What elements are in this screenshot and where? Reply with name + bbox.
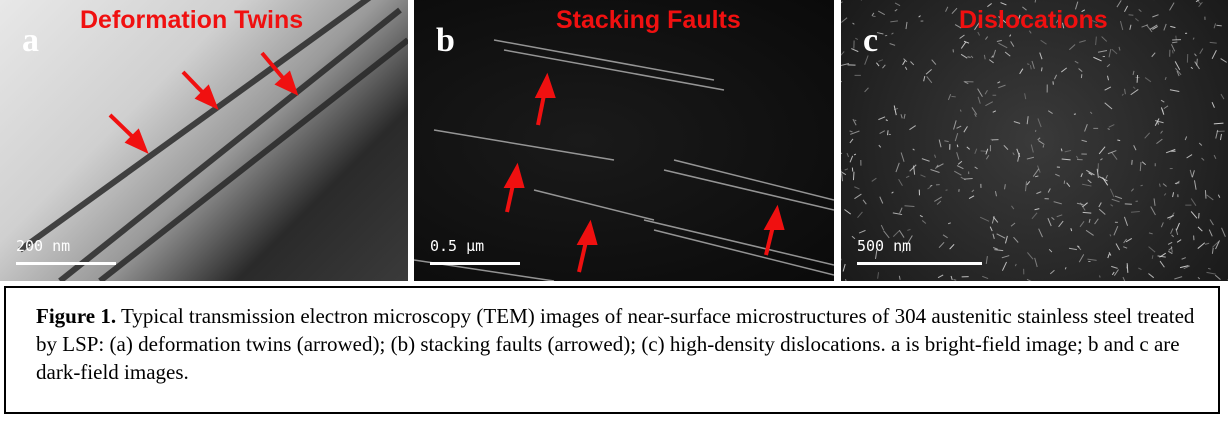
figure-caption: Figure 1. Typical transmission electron … (4, 286, 1220, 414)
arrow-icons (108, 51, 299, 154)
panel-label: a (22, 22, 39, 59)
scale-bar (430, 262, 520, 265)
panel-label: b (436, 22, 455, 59)
arrow-icons (503, 72, 785, 273)
fault-streaks (414, 39, 834, 281)
panel-a-image: a Deformation Twins 200 nm (0, 0, 408, 281)
panel-c-image: c Dislocations 500 nm (841, 0, 1228, 281)
twin-bands (18, 0, 408, 281)
scale-bar (857, 262, 982, 265)
scale-label: 200 nm (16, 237, 71, 255)
panel-title: Deformation Twins (80, 6, 304, 34)
panel-title: Dislocations (959, 6, 1108, 34)
dislocation-texture (841, 0, 1228, 281)
panel-title: Stacking Faults (556, 6, 741, 34)
caption-label: Figure 1. (36, 304, 117, 328)
panel-label: c (863, 22, 879, 59)
scale-label: 500 nm (857, 237, 912, 255)
scale-label: 0.5 µm (430, 237, 485, 255)
caption-text: Typical transmission electron microscopy… (36, 304, 1195, 384)
panel-b-image: b Stacking Faults 0.5 µm (414, 0, 834, 281)
scale-bar (16, 262, 116, 265)
